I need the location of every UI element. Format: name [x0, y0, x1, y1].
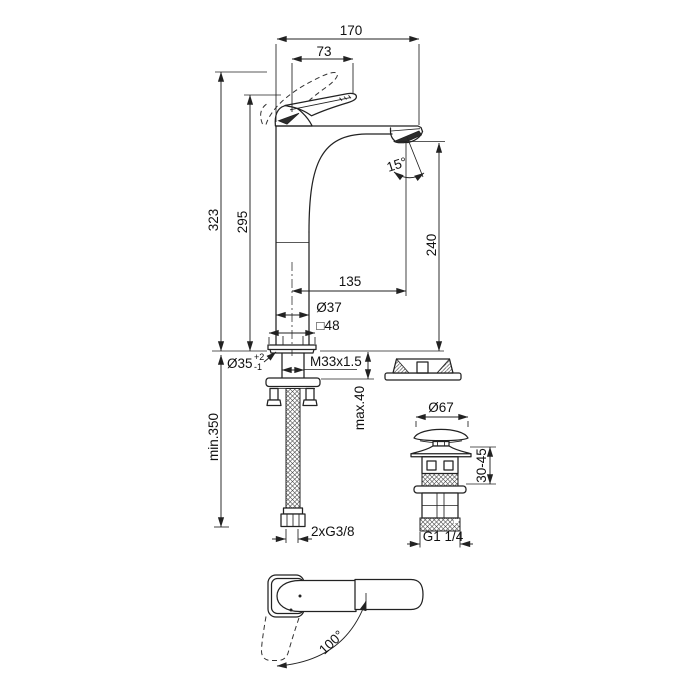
ext-lines-sq48	[268, 337, 316, 344]
pivot-dot-1	[298, 594, 302, 598]
handle-tip-hatch	[339, 95, 352, 101]
mounting-stud-left	[269, 387, 279, 401]
pivot-dot-2	[289, 608, 293, 612]
dim-label-15deg: 15°	[385, 154, 409, 175]
ext-lines-g114	[419, 532, 461, 548]
waste-thread-lower	[419, 517, 461, 532]
dim-label-240: 240	[424, 234, 439, 257]
handle-raised-dashed-pivot	[260, 103, 268, 125]
popup-waste-assembly	[410, 428, 472, 532]
hose-collar	[282, 507, 304, 515]
base-gasket	[384, 358, 462, 381]
dimension-annotations: 170 73 323 295 min.350 max.40 240 135	[206, 23, 496, 669]
spout-aerator	[393, 130, 423, 144]
handle-base-shadow	[277, 112, 300, 125]
shank-sides	[281, 352, 305, 379]
handle-grip-top	[276, 579, 357, 613]
dim-label-g38: 2xG3/8	[311, 524, 355, 539]
dim-label-d35-tol-lower: -1	[254, 362, 262, 372]
dim-label-d35-tol-upper: +2	[254, 352, 264, 362]
waste-cap-stem	[432, 440, 450, 447]
ext-lines-3045	[466, 446, 496, 485]
dim-label-m33: M33x1.5	[310, 354, 362, 369]
waste-overflow-slot-left	[426, 460, 437, 471]
dim-label-max40: max.40	[352, 386, 367, 430]
dim-label-73: 73	[316, 44, 331, 59]
swivel-arc-100	[276, 600, 367, 669]
spout-angle-arc	[393, 171, 425, 181]
base-plate	[267, 344, 317, 351]
body-neck-lines	[282, 336, 304, 345]
waste-thread-notch	[454, 519, 459, 523]
hose-nut-flats	[286, 514, 300, 527]
ext-lines-d67	[415, 421, 469, 427]
dim-label-min350: min.350	[206, 413, 221, 461]
dim-label-sq48: □48	[316, 318, 339, 333]
spout-angle-line	[406, 136, 424, 178]
ext-lines-170	[275, 44, 420, 125]
clamp-bracket	[265, 377, 321, 388]
mounting-stud-right-foot	[302, 399, 318, 407]
top-view-faucet	[260, 574, 424, 661]
spout-underside	[308, 133, 393, 233]
waste-thread-upper	[421, 473, 459, 487]
waste-overflow-slot-right	[443, 460, 454, 471]
gasket-plate	[384, 372, 462, 381]
dim-label-d35: Ø35	[227, 356, 253, 371]
waste-stem-lines	[437, 441, 445, 446]
spout-top-deck	[275, 125, 424, 133]
gasket-center-slot	[416, 361, 429, 374]
waste-flange	[410, 445, 472, 455]
dim-label-135: 135	[339, 274, 362, 289]
handle-lever-edge-line	[289, 97, 351, 111]
handle-swivel-dashed-position	[260, 616, 300, 661]
side-view-faucet	[260, 71, 424, 528]
supply-hose-braid	[285, 388, 301, 509]
ext-lines-g38	[285, 529, 299, 543]
dim-label-3045: 30-45	[474, 448, 489, 483]
waste-washer	[413, 485, 467, 494]
mounting-stud-left-foot	[266, 399, 282, 407]
waste-cap-dome	[413, 428, 469, 442]
dim-label-323: 323	[206, 209, 221, 232]
handle-lever	[284, 92, 358, 117]
waste-hex-flats	[422, 493, 458, 518]
handle-raised-dashed-outline	[265, 71, 338, 125]
dim-label-d67: Ø67	[428, 400, 454, 415]
leader-d35	[263, 351, 277, 363]
gasket-hatch-right	[436, 358, 454, 374]
ext-lines-73	[291, 63, 354, 112]
mounting-stud-right	[305, 387, 315, 401]
dim-label-g114: G1 1/4	[423, 529, 464, 544]
gasket-hatch-left	[392, 358, 410, 374]
base-plate-skirt	[269, 348, 315, 354]
dim-label-d37: Ø37	[316, 300, 342, 315]
dim-label-170: 170	[340, 23, 363, 38]
dim-label-100deg: 100°	[316, 627, 347, 657]
spout-tip-line	[390, 128, 421, 132]
dim-label-295: 295	[235, 211, 250, 234]
handle-lever-top	[354, 578, 424, 611]
